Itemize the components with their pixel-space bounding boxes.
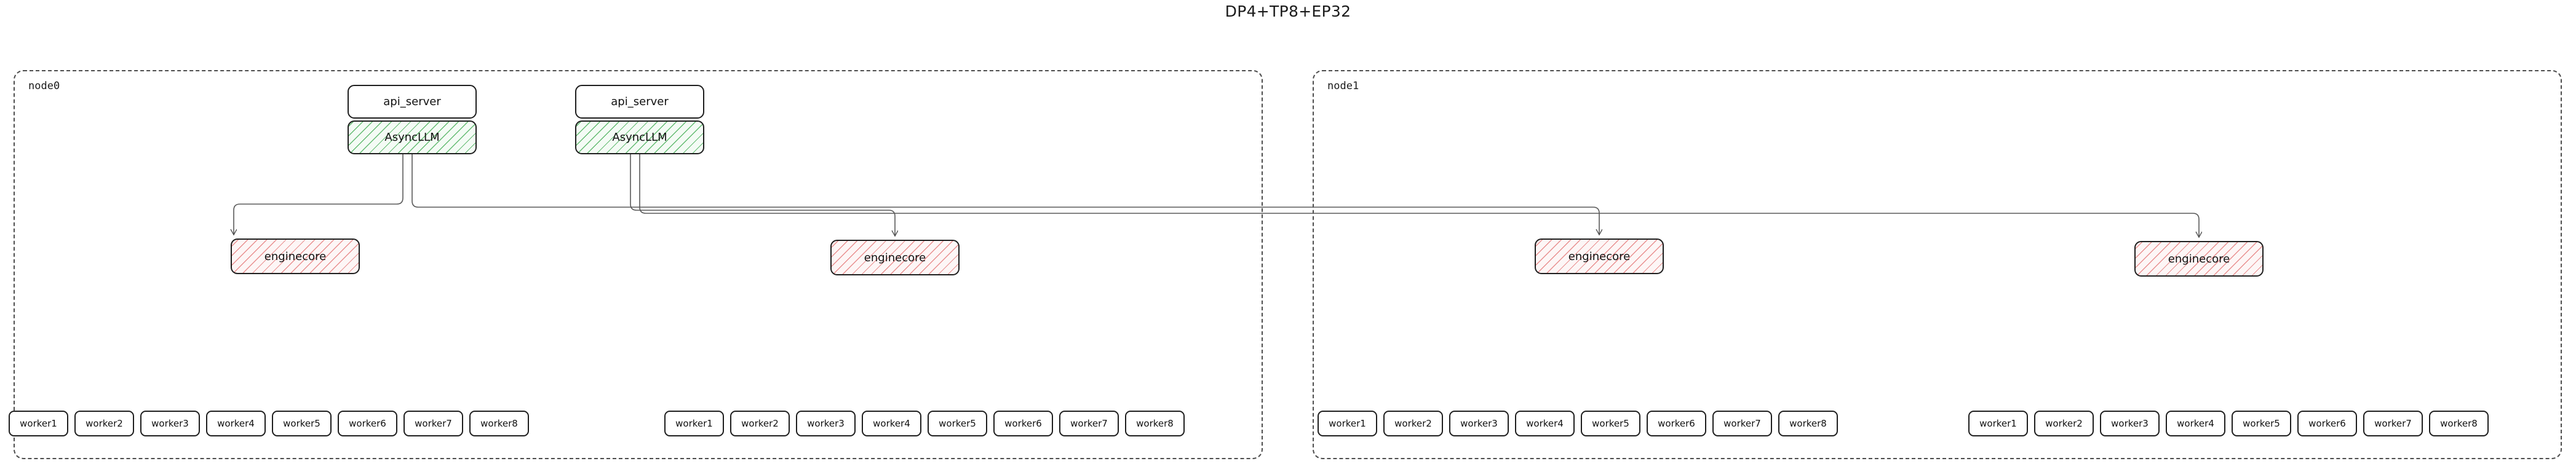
worker-box[interactable]: worker3	[796, 411, 856, 436]
page-title: DP4+TP8+EP32	[1225, 2, 1351, 20]
worker-label: worker7	[415, 418, 452, 429]
worker-label: worker4	[2177, 418, 2214, 429]
worker-label: worker8	[480, 418, 518, 429]
worker-box[interactable]: worker7	[2363, 411, 2423, 436]
worker-box[interactable]: worker2	[2034, 411, 2094, 436]
worker-group-0: worker1 worker2 worker3 worker4 worker5 worke…	[9, 411, 529, 436]
api-server-box-0[interactable]: api_server	[348, 85, 477, 119]
worker-box[interactable]: worker4	[2166, 411, 2225, 436]
worker-box[interactable]: worker7	[1712, 411, 1772, 436]
worker-label: worker3	[1460, 418, 1498, 429]
worker-label: worker6	[2308, 418, 2346, 429]
worker-box[interactable]: worker4	[862, 411, 921, 436]
worker-label: worker2	[1394, 418, 1432, 429]
enginecore-label: enginecore	[264, 250, 327, 263]
worker-label: worker5	[1592, 418, 1629, 429]
api-server-box-1[interactable]: api_server	[575, 85, 704, 119]
cluster-node1-label: node1	[1327, 80, 1359, 92]
enginecore-label: enginecore	[2168, 252, 2230, 266]
worker-label: worker4	[873, 418, 910, 429]
worker-box[interactable]: worker6	[1647, 411, 1706, 436]
worker-group-2: worker1 worker2 worker3 worker4 worker5 worke…	[1318, 411, 1838, 436]
enginecore-box-2[interactable]: enginecore	[1535, 238, 1664, 274]
worker-box[interactable]: worker5	[928, 411, 987, 436]
worker-box[interactable]: worker7	[403, 411, 463, 436]
worker-label: worker5	[2243, 418, 2280, 429]
worker-box[interactable]: worker2	[730, 411, 790, 436]
worker-label: worker2	[741, 418, 779, 429]
worker-box[interactable]: worker6	[2297, 411, 2357, 436]
enginecore-box-3[interactable]: enginecore	[2134, 241, 2264, 277]
worker-label: worker8	[2440, 418, 2478, 429]
enginecore-label: enginecore	[864, 251, 926, 264]
worker-label: worker1	[1329, 418, 1366, 429]
worker-box[interactable]: worker8	[2429, 411, 2489, 436]
async-llm-label: AsyncLLM	[612, 131, 667, 144]
worker-label: worker3	[151, 418, 189, 429]
worker-box[interactable]: worker1	[664, 411, 724, 436]
worker-box[interactable]: worker8	[1778, 411, 1838, 436]
enginecore-box-1[interactable]: enginecore	[830, 240, 960, 275]
worker-box[interactable]: worker8	[469, 411, 529, 436]
worker-label: worker3	[807, 418, 845, 429]
worker-box[interactable]: worker3	[2100, 411, 2160, 436]
worker-box[interactable]: worker5	[1581, 411, 1640, 436]
worker-label: worker1	[1979, 418, 2017, 429]
worker-label: worker8	[1789, 418, 1827, 429]
worker-label: worker5	[939, 418, 976, 429]
worker-box[interactable]: worker2	[74, 411, 134, 436]
worker-label: worker6	[1658, 418, 1695, 429]
worker-box[interactable]: worker6	[993, 411, 1053, 436]
worker-label: worker1	[675, 418, 713, 429]
worker-box[interactable]: worker5	[272, 411, 332, 436]
async-llm-box-0[interactable]: AsyncLLM	[348, 120, 477, 154]
cluster-node1: node1	[1313, 70, 2562, 459]
worker-label: worker4	[1526, 418, 1564, 429]
worker-box[interactable]: worker5	[2232, 411, 2291, 436]
worker-label: worker7	[1723, 418, 1761, 429]
worker-label: worker3	[2111, 418, 2149, 429]
worker-group-1: worker1 worker2 worker3 worker4 worker5 worke…	[664, 411, 1185, 436]
worker-box[interactable]: worker1	[1318, 411, 1377, 436]
worker-group-3: worker1 worker2 worker3 worker4 worker5 worke…	[1968, 411, 2489, 436]
cluster-node0-label: node0	[28, 80, 60, 92]
worker-label: worker2	[2045, 418, 2083, 429]
worker-label: worker6	[1004, 418, 1042, 429]
worker-box[interactable]: worker3	[140, 411, 200, 436]
worker-label: worker1	[20, 418, 57, 429]
worker-box[interactable]: worker1	[1968, 411, 2028, 436]
worker-box[interactable]: worker8	[1125, 411, 1185, 436]
worker-label: worker5	[283, 418, 320, 429]
worker-box[interactable]: worker2	[1383, 411, 1443, 436]
worker-box[interactable]: worker6	[338, 411, 397, 436]
worker-box[interactable]: worker7	[1059, 411, 1119, 436]
worker-box[interactable]: worker1	[9, 411, 68, 436]
worker-label: worker8	[1136, 418, 1174, 429]
worker-label: worker4	[217, 418, 255, 429]
async-llm-box-1[interactable]: AsyncLLM	[575, 120, 704, 154]
worker-box[interactable]: worker4	[1515, 411, 1575, 436]
async-llm-label: AsyncLLM	[384, 131, 440, 144]
worker-label: worker7	[1070, 418, 1108, 429]
enginecore-box-0[interactable]: enginecore	[231, 238, 360, 274]
worker-box[interactable]: worker3	[1449, 411, 1509, 436]
worker-label: worker6	[349, 418, 386, 429]
api-server-label: api_server	[611, 95, 669, 108]
enginecore-label: enginecore	[1568, 250, 1631, 263]
cluster-node0: node0	[14, 70, 1263, 459]
worker-label: worker7	[2374, 418, 2412, 429]
api-server-label: api_server	[383, 95, 441, 108]
worker-label: worker2	[85, 418, 123, 429]
worker-box[interactable]: worker4	[206, 411, 266, 436]
